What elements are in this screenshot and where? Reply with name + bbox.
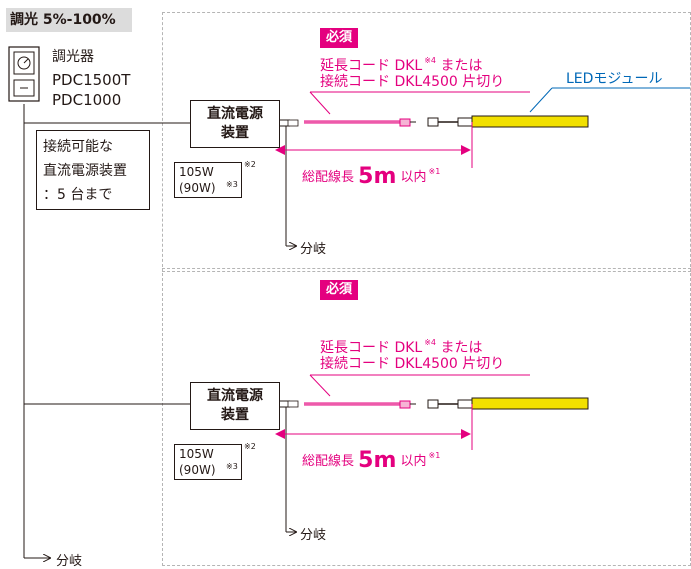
dc-power-supply-1: 直流電源 装置: [190, 100, 280, 148]
dimmer-model-1: PDC1500T: [52, 71, 131, 89]
wattage-box-1: 105W (90W): [174, 162, 242, 198]
wattage-line: 105W: [179, 165, 214, 179]
supply-limit-note: 接続可能な 直流電源装置 ：5 台まで: [36, 130, 150, 210]
wattage-alt-line: (90W): [179, 181, 216, 195]
dimmer-label: 調光器: [52, 49, 94, 65]
total-prefix: 総配線長: [302, 170, 355, 185]
cable-ext-note: ※4: [424, 56, 437, 65]
dimmer-icon: [8, 46, 40, 102]
wattage-note-2: ※2: [244, 442, 256, 451]
total-note: ※1: [428, 167, 441, 176]
dc-power-supply-2: 直流電源 装置: [190, 382, 280, 430]
cable-option-line-2: 接続コード DKL4500 片切り: [320, 356, 505, 372]
total-suffix: 以内: [400, 170, 427, 185]
led-module-label: LEDモジュール: [566, 71, 663, 87]
total-length-label-2: 総配線長 5m 以内※1: [302, 448, 440, 473]
note-line-3: ：5 台まで: [43, 187, 113, 203]
supply-line-1: 直流電源: [207, 388, 263, 404]
cable-ext-label: 延長コード DKL: [320, 58, 423, 74]
supply-line-2: 装置: [221, 125, 249, 141]
total-value: 5m: [358, 164, 397, 189]
total-note: ※1: [428, 451, 441, 460]
main-branch-label: 分岐: [56, 554, 83, 569]
total-length-label-1: 総配線長 5m 以内※1: [302, 164, 440, 189]
note-line-1: 接続可能な: [43, 139, 113, 155]
required-badge-2: 必須: [320, 280, 359, 300]
required-badge-1: 必須: [320, 28, 359, 48]
wattage-note-3: ※3: [226, 462, 238, 471]
note-line-2: 直流電源装置: [43, 163, 127, 179]
supply-line-2: 装置: [221, 407, 249, 423]
branch-label-2: 分岐: [300, 528, 327, 543]
cable-ext-note: ※4: [424, 338, 437, 347]
dimming-range-title: 調光 5%-100%: [6, 8, 132, 32]
cable-option-line-1: 延長コード DKL※4 または: [320, 52, 482, 75]
total-value: 5m: [358, 448, 397, 473]
wattage-alt-line: (90W): [179, 463, 216, 477]
cable-ext-label: 延長コード DKL: [320, 340, 423, 356]
cable-option-line-1: 延長コード DKL※4 または: [320, 334, 482, 357]
cable-option-line-2: 接続コード DKL4500 片切り: [320, 74, 505, 90]
wattage-box-2: 105W (90W): [174, 444, 242, 480]
wattage-note-3: ※3: [226, 180, 238, 189]
supply-line-1: 直流電源: [207, 106, 263, 122]
wattage-line: 105W: [179, 447, 214, 461]
wattage-note-2: ※2: [244, 160, 256, 169]
branch-label-1: 分岐: [300, 242, 327, 257]
dimmer-model-2: PDC1000: [52, 91, 122, 109]
total-suffix: 以内: [400, 454, 427, 469]
total-prefix: 総配線長: [302, 454, 355, 469]
cable-or-label: または: [436, 340, 483, 356]
cable-or-label: または: [436, 58, 483, 74]
